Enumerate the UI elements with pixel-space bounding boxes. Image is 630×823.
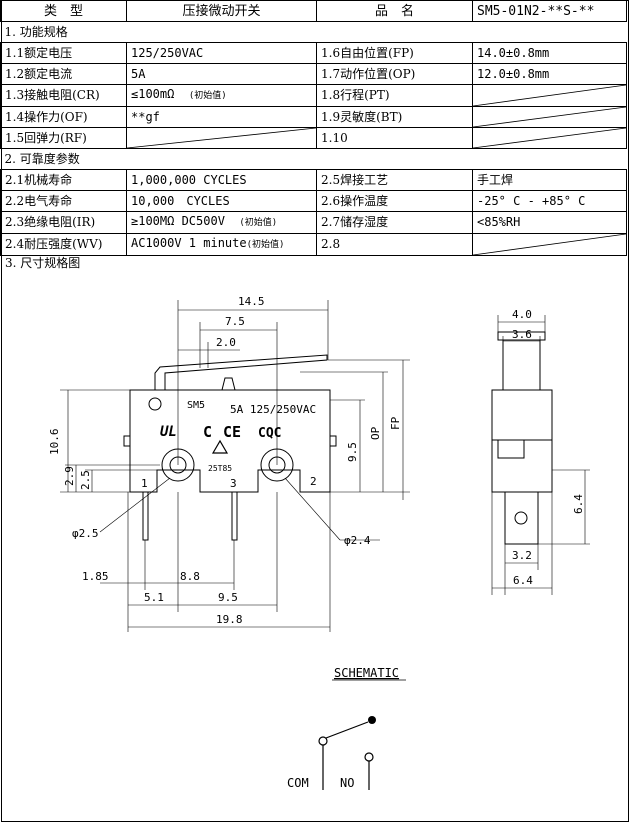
cert-ce-icon: CE	[223, 423, 241, 441]
row-1-3-value-text: ≤100mΩ	[131, 87, 175, 101]
leader-phi-2-5	[99, 477, 171, 533]
dim-14-5: 14.5	[238, 295, 265, 308]
dim-phi-2-5: φ2.5	[72, 527, 99, 540]
dim-4-0: 4.0	[512, 308, 532, 321]
row-1-2-label: 1.2额定电流	[0, 63, 127, 85]
dim-9-5h: 9.5	[218, 591, 238, 604]
dim-op: OP	[369, 426, 382, 440]
pin-1	[142, 491, 149, 541]
body-rating: 5A 125/250VAC	[230, 403, 316, 416]
row-2-3-note: (初始值)	[239, 218, 278, 228]
empty-cell-slash	[473, 85, 626, 106]
schematic-no-label: NO	[340, 776, 354, 790]
side-view-plunger-top	[497, 331, 546, 341]
dim-2-5v: 2.5	[79, 470, 92, 490]
cert-code: 25T85	[208, 464, 232, 473]
pin-label-2: 2	[310, 475, 317, 488]
row-1-7-value: 12.0±0.8mm	[472, 63, 627, 85]
row-2-7-value: <85%RH	[472, 211, 627, 234]
row-1-3-note: (初始值)	[188, 91, 227, 101]
side-notch-left	[123, 435, 131, 447]
dim-7-5: 7.5	[225, 315, 245, 328]
dim-5-1: 5.1	[144, 591, 164, 604]
dim-6-4v: 6.4	[572, 494, 585, 514]
dim-3-2: 3.2	[512, 549, 532, 562]
schematic-contact-arm	[325, 721, 369, 739]
pin-label-3: 3	[230, 477, 237, 490]
row-2-1-value: 1,000,000 CYCLES	[126, 169, 317, 191]
cert-cqc-icon: CQC	[258, 426, 281, 441]
row-1-6-label: 1.6自由位置(FP)	[316, 42, 473, 64]
side-view-plunger	[502, 339, 541, 391]
section-3-title: 3. 尺寸规格图	[5, 256, 81, 270]
pin-3	[231, 491, 238, 541]
row-1-4-value: **gf	[126, 106, 317, 128]
cert-c-icon: C	[203, 423, 212, 441]
mounting-marker	[148, 397, 162, 411]
empty-cell-slash	[473, 234, 626, 255]
row-2-4-value-text: AC1000V 1 minute	[131, 236, 247, 250]
leader-phi-2-4	[284, 477, 341, 541]
side-view-hole	[514, 511, 528, 525]
side-view-body	[491, 389, 553, 493]
row-2-3-label: 2.3绝缘电阻(IR)	[0, 211, 127, 234]
dim-fp: FP	[389, 416, 402, 430]
row-2-4-note: (初始值)	[246, 240, 285, 250]
row-2-8-value	[472, 233, 627, 256]
spec-table: 类 型 压接微动开关 品 名 SM5-01N2-**S-** 1. 功能规格 1…	[0, 0, 627, 256]
side-view-terminal	[504, 491, 539, 545]
side-notch-right	[329, 435, 337, 447]
dim-1-85: 1.85	[82, 570, 109, 583]
dim-19-8: 19.8	[216, 613, 243, 626]
empty-cell-slash	[473, 128, 626, 148]
schematic-title: SCHEMATIC	[334, 666, 399, 680]
dim-9-5v: 9.5	[346, 442, 359, 462]
schematic-com-node	[318, 736, 328, 746]
row-2-3-value-text: ≥100MΩ DC500V	[131, 214, 225, 228]
dim-8-8: 8.8	[180, 570, 200, 583]
row-2-7-label: 2.7储存湿度	[316, 211, 473, 234]
cert-triangle-icon	[211, 439, 229, 454]
dim-6-4h: 6.4	[513, 574, 533, 587]
side-view-tab	[497, 439, 525, 459]
row-1-4-label: 1.4操作力(OF)	[0, 106, 127, 128]
row-2-4-label: 2.4耐压强度(WV)	[0, 233, 127, 256]
row-2-4-value: AC1000V 1 minute(初始值)	[126, 233, 317, 256]
dim-10-6: 10.6	[48, 429, 61, 456]
type-value: 压接微动开关	[126, 0, 317, 22]
schematic-com-label: COM	[287, 776, 309, 790]
body-model: SM5	[187, 400, 205, 411]
empty-cell-slash	[473, 107, 626, 127]
dim-phi-2-4: φ2.4	[344, 534, 371, 547]
row-1-7-label: 1.7动作位置(OP)	[316, 63, 473, 85]
lever-arm	[154, 354, 328, 390]
dim-2-0: 2.0	[216, 336, 236, 349]
cert-ul-icon: UL	[160, 424, 177, 440]
empty-cell-slash	[127, 128, 316, 148]
lever-bump	[221, 377, 236, 391]
row-1-3-label: 1.3接触电阻(CR)	[0, 84, 127, 107]
schematic-actuator-dot	[368, 716, 376, 724]
dim-2-9: 2.9	[63, 466, 76, 486]
pin-label-1: 1	[141, 477, 148, 490]
schematic-no-node	[364, 752, 374, 762]
dim-3-6: 3.6	[512, 328, 532, 341]
